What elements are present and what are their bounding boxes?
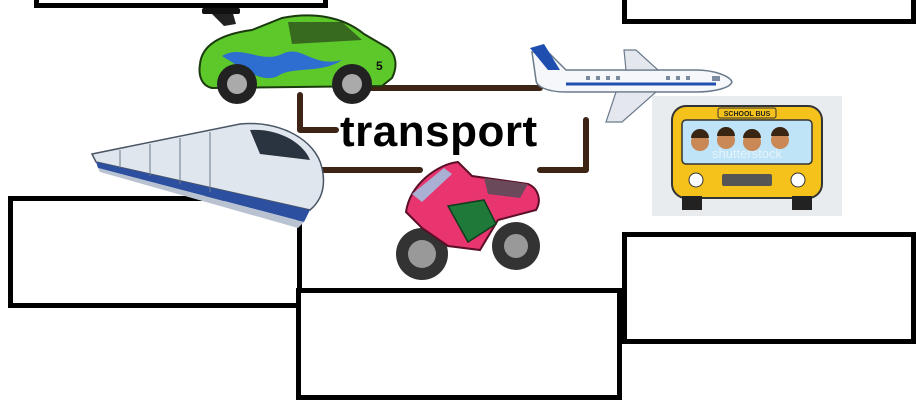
answer-box-middle-right[interactable] [622,232,916,344]
race-car-picture: 5 [192,4,402,110]
bullet-train-picture [90,120,336,232]
answer-box-top-right[interactable] [622,0,916,24]
school-bus-picture: SCHOOL BUS shutterstock [652,96,842,216]
motorcycle-picture [388,154,548,284]
center-label: transport [340,104,538,160]
answer-box-bottom-middle[interactable] [296,288,622,400]
car-number: 5 [376,59,383,73]
bus-sign: SCHOOL BUS [724,111,771,118]
bus-watermark: shutterstock [712,146,783,161]
